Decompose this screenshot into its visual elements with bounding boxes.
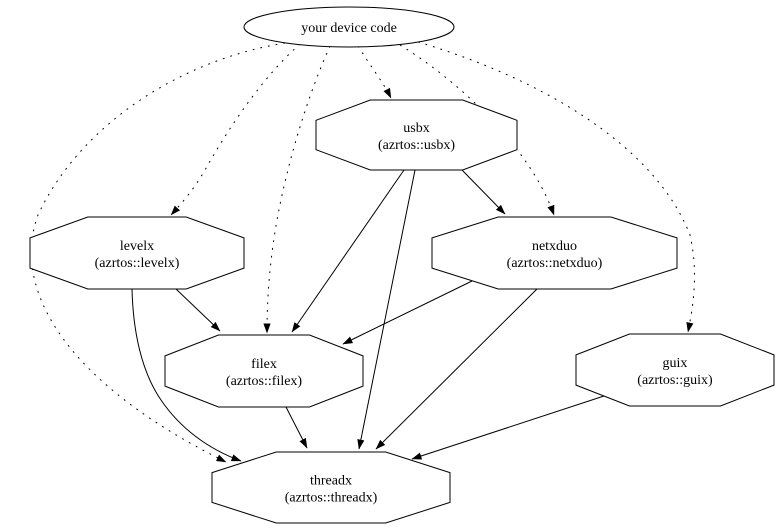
edge-device-threadx bbox=[30, 42, 286, 463]
edge-levelx-threadx bbox=[131, 288, 242, 462]
node-netxduo-shape bbox=[431, 216, 678, 290]
edge-usbx-threadx bbox=[357, 169, 416, 450]
edge-usbx-netxduo bbox=[461, 169, 506, 215]
node-threadx-label: threadx bbox=[310, 474, 352, 489]
edge-usbx-filex bbox=[291, 169, 405, 333]
node-guix-sublabel: (azrtos::guix) bbox=[637, 373, 713, 388]
node-threadx-sublabel: (azrtos::threadx) bbox=[285, 491, 378, 506]
node-filex: filex(azrtos::filex) bbox=[164, 334, 364, 408]
node-device-shape bbox=[243, 6, 455, 48]
node-guix-label: guix bbox=[663, 356, 688, 371]
node-levelx-sublabel: (azrtos::levelx) bbox=[95, 256, 180, 271]
edge-device-usbx bbox=[357, 45, 392, 99]
node-guix: guix(azrtos::guix) bbox=[575, 333, 775, 407]
node-threadx-shape bbox=[211, 451, 451, 524]
node-filex-shape bbox=[164, 334, 364, 408]
node-usbx-sublabel: (azrtos::usbx) bbox=[378, 138, 455, 153]
node-threadx: threadx(azrtos::threadx) bbox=[211, 451, 451, 524]
edge-levelx-filex bbox=[175, 288, 221, 332]
edge-guix-threadx bbox=[411, 395, 605, 460]
edge-netxduo-threadx bbox=[375, 288, 538, 450]
node-levelx-label: levelx bbox=[120, 239, 154, 254]
edge-device-guix bbox=[417, 41, 695, 333]
node-levelx: levelx(azrtos::levelx) bbox=[29, 216, 245, 290]
node-guix-shape bbox=[575, 333, 775, 407]
node-usbx: usbx(azrtos::usbx) bbox=[315, 99, 518, 171]
edge-device-filex bbox=[263, 45, 331, 334]
node-netxduo: netxduo(azrtos::netxduo) bbox=[431, 216, 678, 290]
node-filex-sublabel: (azrtos::filex) bbox=[226, 374, 303, 389]
node-usbx-label: usbx bbox=[403, 121, 429, 136]
node-device-label: your device code bbox=[301, 21, 397, 36]
node-filex-label: filex bbox=[251, 357, 277, 372]
node-device: your device code bbox=[243, 6, 455, 48]
node-netxduo-sublabel: (azrtos::netxduo) bbox=[507, 256, 603, 271]
edge-filex-threadx bbox=[285, 406, 308, 449]
edge-netxduo-filex bbox=[342, 280, 473, 345]
edge-device-levelx bbox=[170, 43, 301, 216]
node-levelx-shape bbox=[29, 216, 245, 290]
node-usbx-shape bbox=[315, 99, 518, 171]
node-netxduo-label: netxduo bbox=[532, 239, 577, 254]
